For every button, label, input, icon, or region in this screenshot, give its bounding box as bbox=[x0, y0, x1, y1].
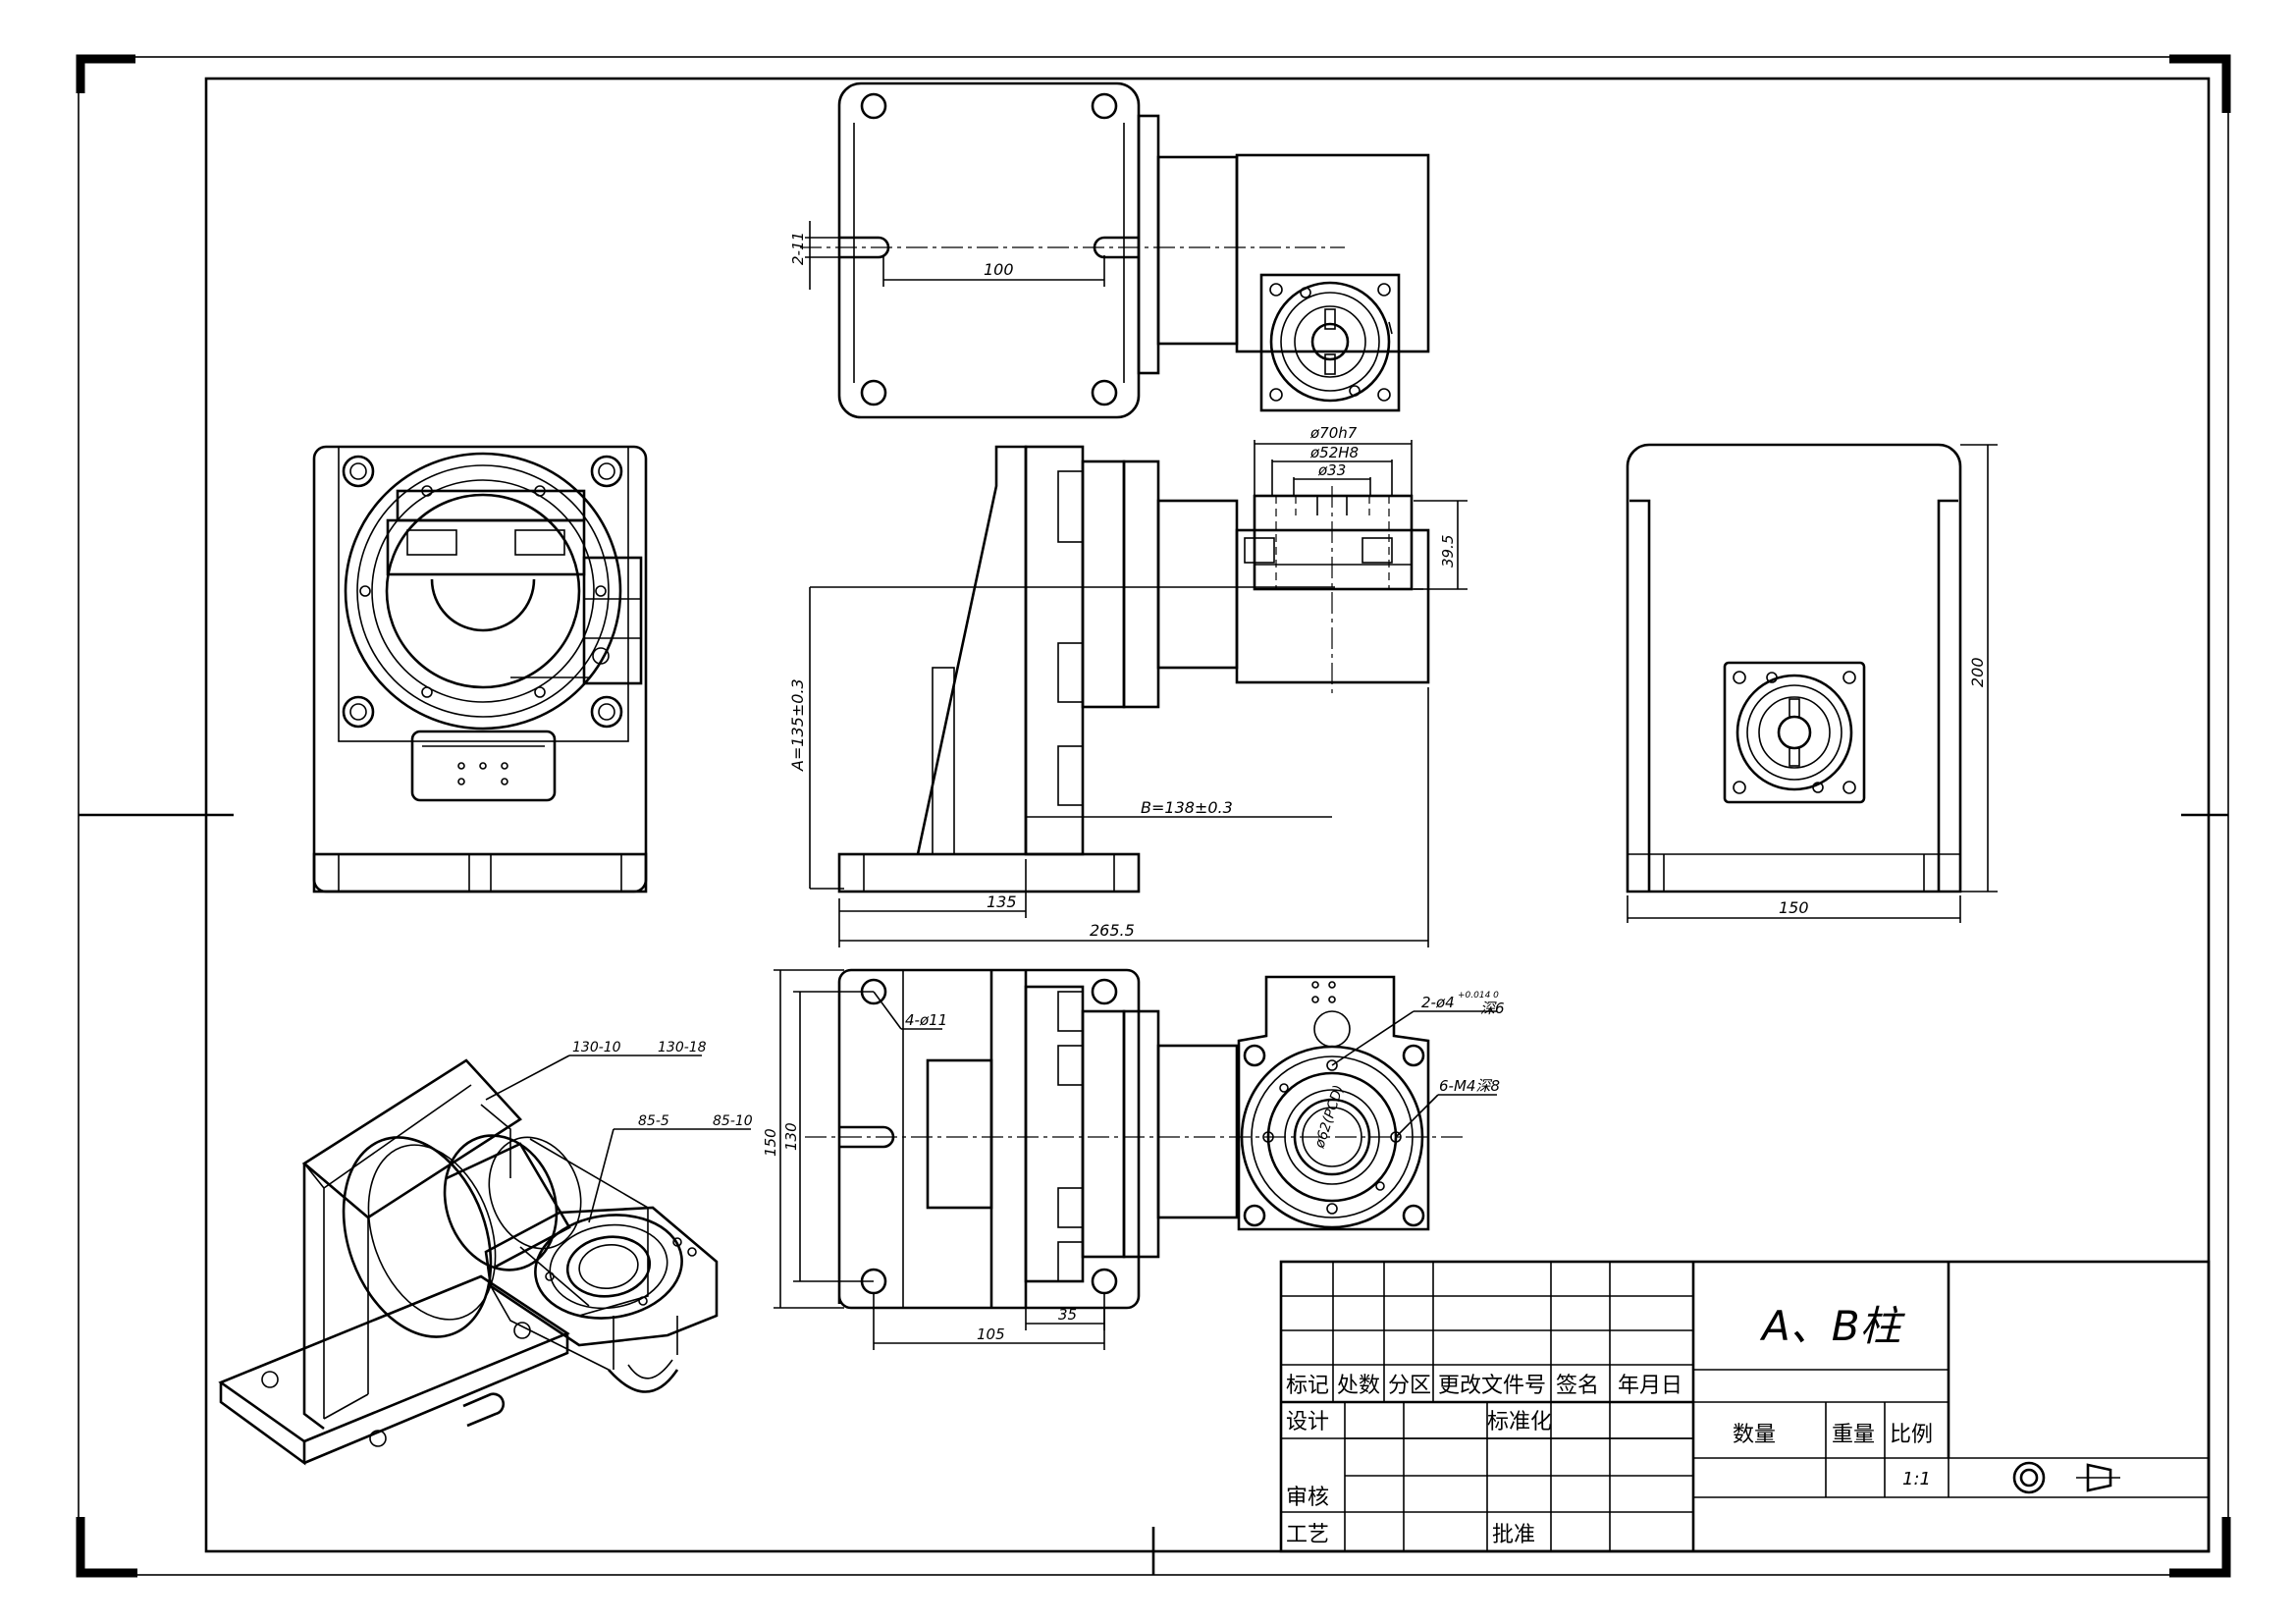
label-pin-depth: 深6 bbox=[1480, 1000, 1505, 1017]
tb-standardize: 标准化 bbox=[1487, 1410, 1552, 1434]
dim-overall-len: 265.5 bbox=[1090, 921, 1135, 940]
title-block: 标记 处数 分区 更改文件号 签名 年月日 设计 标准化 审核 工艺 批准 数量… bbox=[1279, 1260, 2211, 1553]
tb-process: 工艺 bbox=[1286, 1523, 1329, 1547]
balloon-130-18: 130-18 bbox=[658, 1040, 707, 1055]
dim-dist-b: B=138±0.3 bbox=[1141, 798, 1233, 817]
first-angle-projection-icon bbox=[2012, 1461, 2120, 1494]
label-holes: 4-ø11 bbox=[905, 1011, 947, 1029]
tb-scale-value: 1:1 bbox=[1902, 1469, 1931, 1489]
dim-right-width: 150 bbox=[1779, 898, 1809, 917]
balloon-85-10: 85-10 bbox=[713, 1113, 753, 1129]
tb-design: 设计 bbox=[1286, 1410, 1329, 1434]
front-view: A=135±0.3 B=138±0.3 135 265.5 ø70h7 ø52H… bbox=[788, 424, 1468, 947]
isometric-view: 130-10 130-18 85-5 85-10 bbox=[218, 1040, 753, 1466]
bottom-view: 4-ø11 2-ø4 +0.014 0 深6 6-M4深8 ø62(PCD) 1… bbox=[762, 968, 1505, 1350]
dim-right-height: 200 bbox=[1968, 657, 1987, 687]
tb-weight: 重量 bbox=[1832, 1423, 1875, 1447]
label-pin-tol: +0.014 0 bbox=[1458, 991, 1499, 1001]
dim-pilot-d: ø52H8 bbox=[1309, 444, 1359, 461]
tb-review: 审核 bbox=[1286, 1486, 1329, 1510]
label-tapped: 6-M4深8 bbox=[1439, 1077, 1500, 1095]
dim-height-a: A=135±0.3 bbox=[788, 678, 807, 772]
dim-flange-depth: 39.5 bbox=[1439, 535, 1457, 568]
tb-scale-label: 比例 bbox=[1890, 1423, 1933, 1447]
drawing-title: A、B柱 bbox=[1759, 1302, 1906, 1350]
label-pin-holes: 2-ø4 bbox=[1421, 994, 1455, 1011]
dim-flange-od: ø70h7 bbox=[1309, 424, 1358, 442]
tb-quantity: 数量 bbox=[1733, 1423, 1776, 1447]
sheet-border bbox=[76, 54, 2231, 1578]
tb-mark: 标记 bbox=[1286, 1374, 1329, 1398]
dim-slot-pitch: 100 bbox=[984, 260, 1014, 279]
label-pcd: ø62(PCD) bbox=[1311, 1083, 1347, 1151]
dim-bore-d: ø33 bbox=[1317, 461, 1346, 479]
dim-105: 105 bbox=[977, 1325, 1005, 1343]
dim-bottom-130: 130 bbox=[782, 1122, 800, 1151]
right-view: 200 150 bbox=[1626, 443, 1998, 923]
dim-base-135: 135 bbox=[987, 893, 1017, 911]
tb-zone: 分区 bbox=[1388, 1374, 1431, 1398]
tb-change-doc: 更改文件号 bbox=[1438, 1374, 1546, 1398]
dim-slot-width: 2-11 bbox=[789, 232, 807, 265]
dim-bottom-150: 150 bbox=[762, 1128, 779, 1157]
balloon-85-5: 85-5 bbox=[638, 1113, 669, 1129]
tb-date: 年月日 bbox=[1618, 1374, 1682, 1398]
tb-approve: 批准 bbox=[1492, 1523, 1535, 1547]
tb-signature: 签名 bbox=[1556, 1374, 1599, 1398]
balloon-130-10: 130-10 bbox=[572, 1040, 621, 1055]
dim-35: 35 bbox=[1058, 1306, 1077, 1324]
tb-count: 处数 bbox=[1337, 1374, 1380, 1398]
left-view bbox=[312, 445, 648, 893]
top-view: 2-11 100 bbox=[789, 81, 1430, 419]
